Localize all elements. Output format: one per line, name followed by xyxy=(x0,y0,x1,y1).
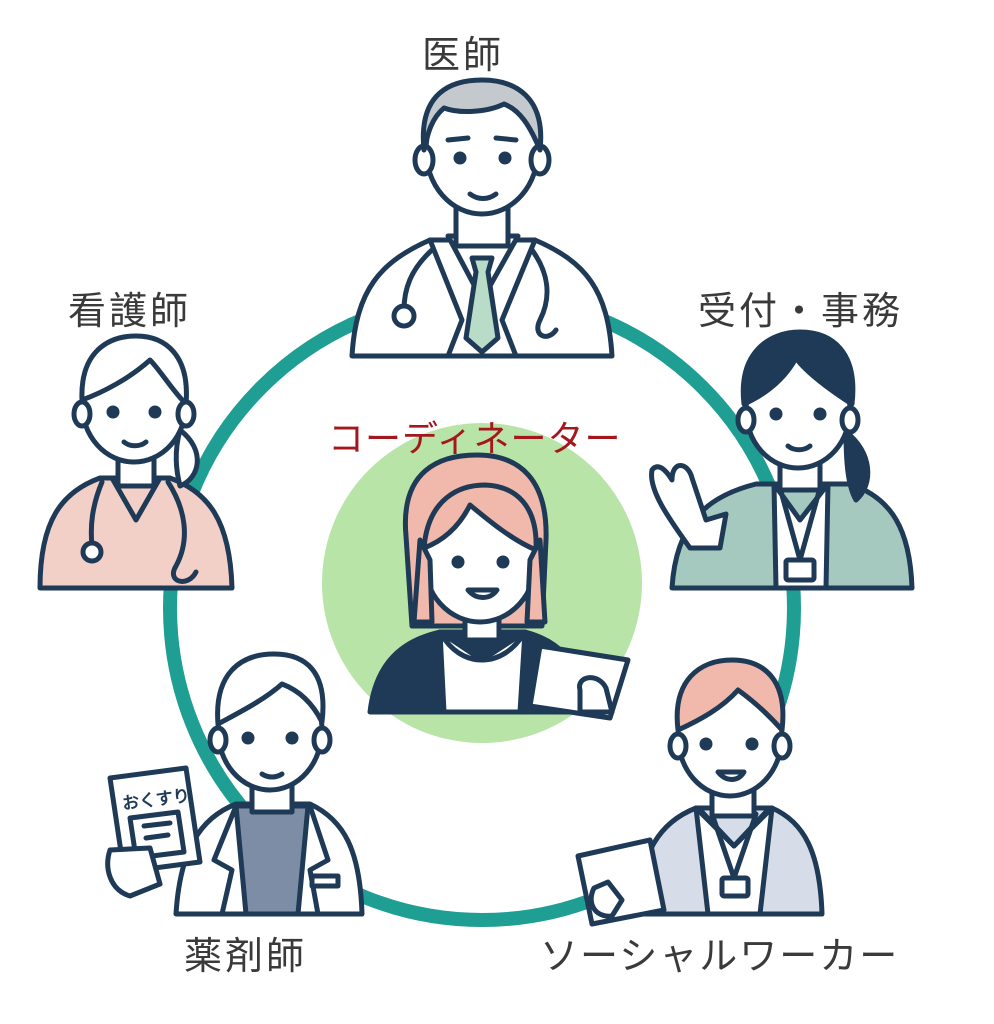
role-label-social-worker: ソーシャルワーカー xyxy=(540,934,900,978)
role-label-nurse: 看護師 xyxy=(68,289,192,333)
coordinator-figure xyxy=(367,452,631,721)
pharmacist-figure xyxy=(105,651,365,917)
doctor-figure xyxy=(349,77,615,359)
role-label-doctor: 医師 xyxy=(422,33,505,77)
nurse-figure xyxy=(37,333,235,591)
role-label-pharmacist: 薬剤師 xyxy=(184,934,308,978)
role-label-reception: 受付・事務 xyxy=(698,289,904,333)
medicine-booklet xyxy=(107,765,203,875)
social-worker-figure xyxy=(575,657,825,927)
coordinator-label: コーディネーター xyxy=(328,419,622,460)
reception-figure xyxy=(649,329,915,591)
